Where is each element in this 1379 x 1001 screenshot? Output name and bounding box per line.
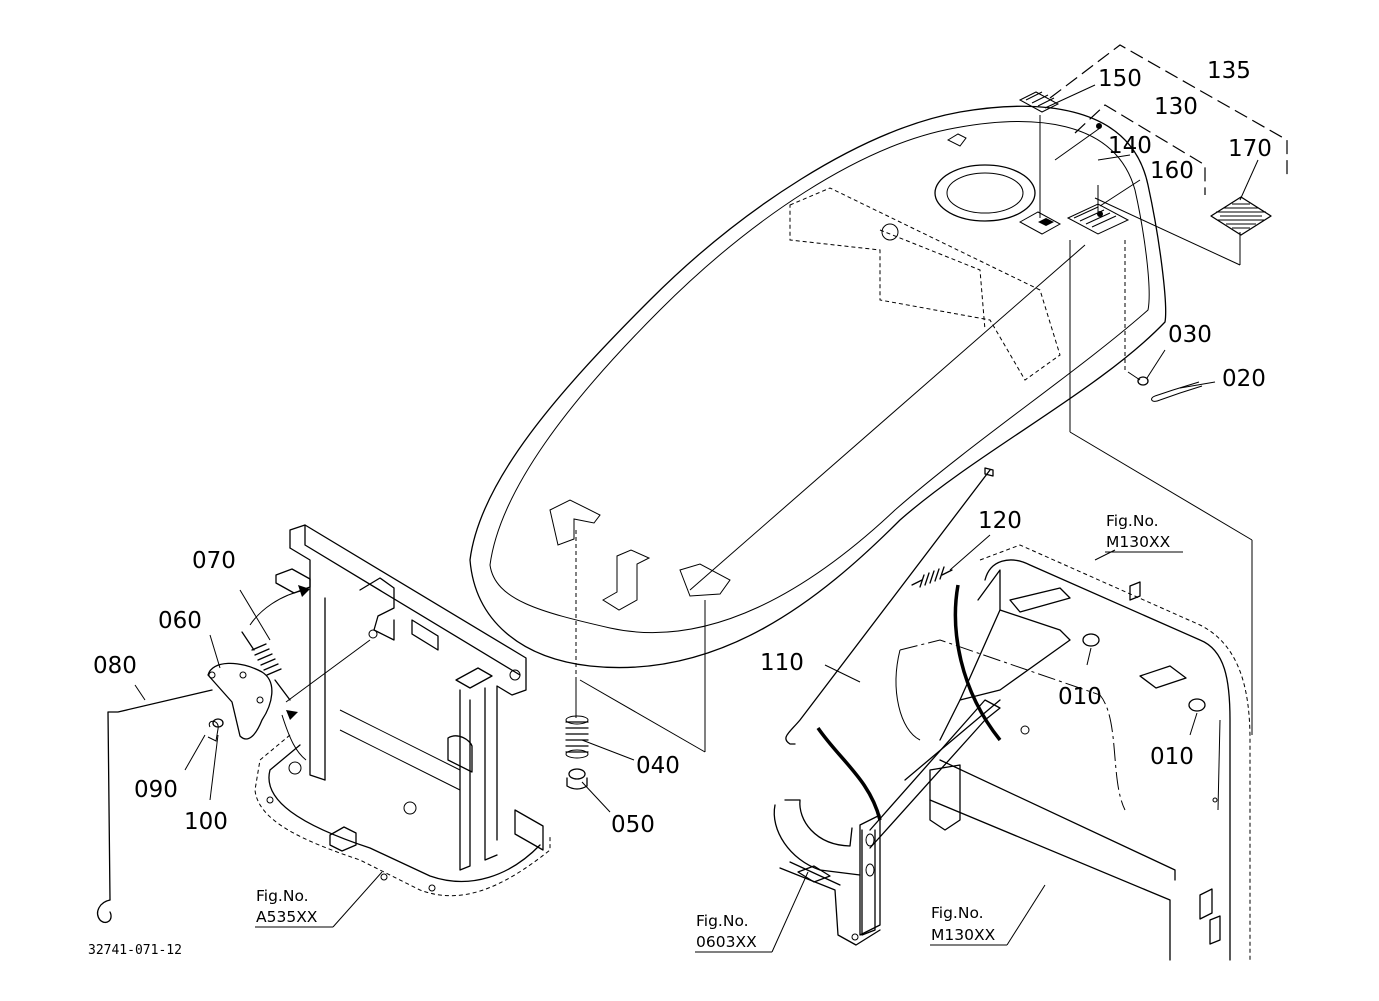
lever-linkage [773,699,1001,946]
label-010-lower: 010 [1150,744,1194,770]
pin-090 [207,720,219,742]
fig-ref-m130-bottom[interactable]: Fig.No. M130XX [931,904,996,944]
label-120: 120 [978,508,1022,534]
lever-060 [207,662,273,740]
label-020: 020 [1222,366,1266,392]
cable-arc-top [953,584,1002,742]
fig-ref-m130-top-number[interactable]: M130XX [1106,533,1171,551]
spring-040 [565,680,589,759]
fig-ref-a535[interactable]: Fig.No. A535XX [256,887,318,926]
rod-080 [96,689,213,924]
label-100: 100 [184,809,228,835]
label-070: 070 [192,548,236,574]
label-050: 050 [611,812,655,838]
fig-ref-m130-bottom-title: Fig.No. [931,904,984,922]
bolt-020 [1151,381,1203,402]
part-labels: 150 135 130 140 170 160 030 020 120 070 … [93,58,1272,838]
fig-ref-a535-title: Fig.No. [256,887,309,905]
fig-ref-m130-top[interactable]: Fig.No. M130XX [1106,512,1171,551]
label-080: 080 [93,653,137,679]
label-110: 110 [760,650,804,676]
decal-set-bracket [1039,44,1288,266]
label-030: 030 [1168,322,1212,348]
label-135: 135 [1207,58,1251,84]
leader-lines [134,84,1259,801]
label-170: 170 [1228,136,1272,162]
label-010-upper: 010 [1058,684,1102,710]
label-060: 060 [158,608,202,634]
label-040: 040 [636,753,680,779]
label-130: 130 [1154,94,1198,120]
fig-ref-a535-number[interactable]: A535XX [256,908,318,926]
label-150: 150 [1098,66,1142,92]
diagram-code: 32741-071-12 [88,943,182,958]
cable-arc-bottom [816,727,882,821]
decal-140-140 [1018,211,1062,235]
label-140: 140 [1108,133,1152,159]
fig-ref-m130-bottom-number[interactable]: M130XX [931,926,996,944]
rod-110 [785,467,994,745]
rubber-050 [566,768,588,790]
decal-150 [1018,91,1060,113]
washer-100 [212,718,224,728]
fig-ref-m130-top-title: Fig.No. [1106,512,1159,530]
spring-120 [911,566,953,588]
spring-070 [241,585,371,761]
decal-170 [1210,196,1272,236]
washer-030 [1137,376,1149,386]
label-090: 090 [134,777,178,803]
fig-ref-0603-title: Fig.No. [696,912,749,930]
fig-ref-leaders [255,551,1183,953]
hood-support-frame [254,524,551,897]
hood-panel [469,105,1167,669]
fig-ref-0603[interactable]: Fig.No. 0603XX [696,912,757,951]
decal-160 [1066,203,1130,235]
fig-ref-0603-number[interactable]: 0603XX [696,933,757,951]
frame-m130 [895,544,1251,961]
label-160: 160 [1150,158,1194,184]
